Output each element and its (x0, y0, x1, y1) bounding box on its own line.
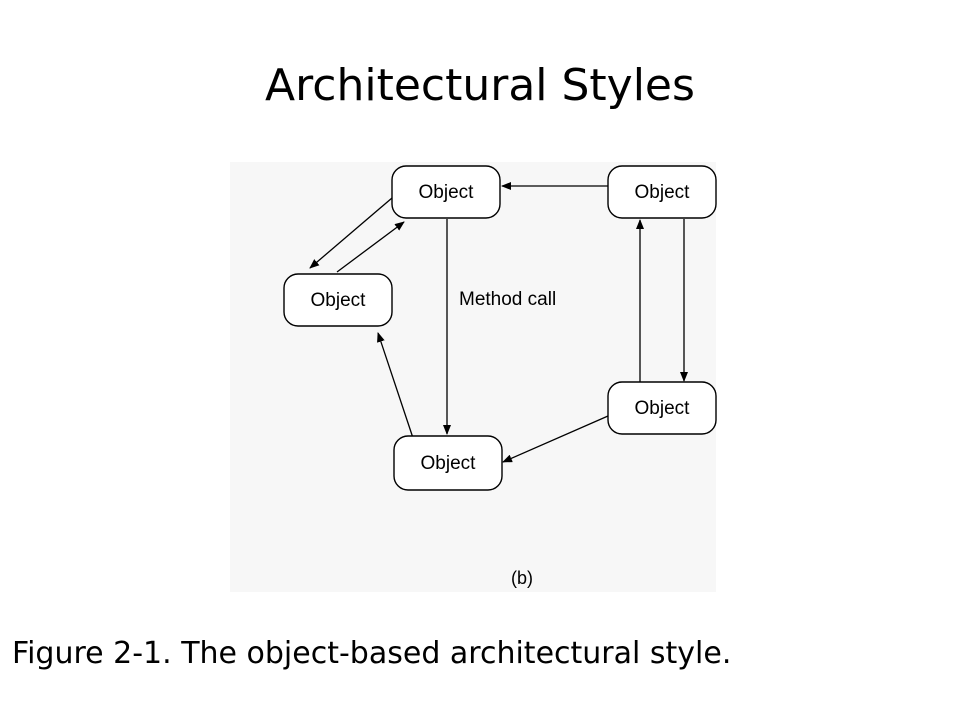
edge-left-to-topleft (336, 221, 405, 273)
node-label: Object (635, 398, 691, 419)
node-label: Object (635, 182, 691, 203)
edge-right-to-bottom (502, 415, 609, 463)
node-top-right: Object (607, 165, 717, 219)
node-label: Object (419, 182, 475, 203)
panel-label: (b) (511, 568, 533, 588)
edge-bottom-to-left (377, 332, 414, 439)
method-call-label: Method call (459, 289, 556, 310)
slide-title: Architectural Styles (265, 60, 695, 111)
node-left: Object (283, 273, 393, 327)
figure-caption: Figure 2-1. The object-based architectur… (12, 636, 732, 671)
figure-panel (230, 162, 716, 592)
node-label: Object (311, 290, 367, 311)
node-label: Object (421, 453, 477, 474)
node-right: Object (607, 381, 717, 435)
edge-topleft-to-left (309, 197, 393, 269)
node-bottom: Object (393, 435, 503, 491)
node-top-left: Object (391, 165, 501, 219)
edges (309, 182, 688, 463)
